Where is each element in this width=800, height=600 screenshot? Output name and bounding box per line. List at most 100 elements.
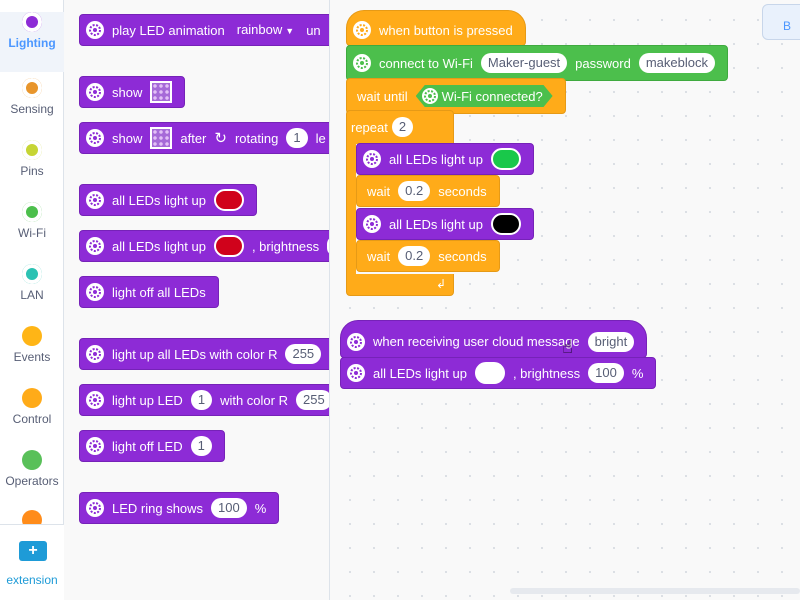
- category-control[interactable]: Control: [0, 388, 64, 448]
- led-ring-shows-block[interactable]: LED ring shows 100 %: [79, 492, 280, 524]
- led-icon: [86, 283, 104, 301]
- block-text: light up LED: [112, 392, 183, 408]
- seconds-input[interactable]: 0.2: [398, 246, 431, 266]
- block-text: when button is pressed: [379, 22, 513, 38]
- category-operators[interactable]: Operators: [0, 450, 64, 510]
- color-picker[interactable]: [490, 213, 521, 235]
- loop-arrow-icon: ↲: [436, 277, 447, 291]
- wait-seconds-block[interactable]: wait 0.2 seconds: [356, 240, 500, 272]
- light-up-brightness-block[interactable]: all LEDs light up , brightness 100 %: [340, 357, 657, 389]
- block-text: light off all LEDs: [112, 284, 206, 300]
- when-receiving-message-block[interactable]: when receiving user cloud message bright: [340, 320, 648, 358]
- seconds-input[interactable]: 0.2: [398, 181, 431, 201]
- category-wifi[interactable]: Wi-Fi: [0, 202, 64, 262]
- block-text: password: [575, 55, 631, 71]
- block-text: all LEDs light up: [389, 151, 483, 167]
- message-input[interactable]: bright: [587, 331, 635, 352]
- control-dot-icon: [22, 388, 42, 408]
- all-leds-black-block[interactable]: all LEDs light up: [356, 208, 534, 240]
- category-lan[interactable]: LAN: [0, 264, 64, 324]
- wait-until-block[interactable]: wait until Wi-Fi connected?: [346, 78, 566, 114]
- block-text: when receiving user cloud message: [373, 334, 580, 349]
- all-leds-green-block[interactable]: all LEDs light up: [356, 143, 534, 175]
- repeat-header: repeat 2: [346, 110, 454, 144]
- animation-dropdown[interactable]: rainbow▼: [233, 20, 298, 40]
- extension-label[interactable]: extension: [6, 573, 58, 587]
- hand-cursor-icon: ☝: [562, 337, 573, 357]
- block-text: wait: [367, 248, 391, 264]
- light-off-led-block[interactable]: light off LED 1: [79, 430, 225, 462]
- brightness-input[interactable]: 100: [588, 363, 624, 383]
- ssid-input[interactable]: Maker-guest: [480, 53, 568, 73]
- block-text: seconds: [438, 183, 487, 199]
- led-index-input[interactable]: 1: [190, 436, 212, 456]
- when-button-pressed-block[interactable]: when button is pressed: [346, 10, 526, 46]
- rotate-count-input[interactable]: 1: [286, 128, 308, 148]
- led-icon: [86, 83, 104, 101]
- led-icon: [86, 129, 104, 147]
- play-led-animation-block[interactable]: play LED animation rainbow▼ un: [79, 14, 329, 46]
- category-pins[interactable]: Pins: [0, 140, 64, 200]
- category-lighting[interactable]: Lighting: [0, 12, 64, 72]
- block-text: connect to Wi-Fi: [379, 55, 473, 71]
- events-dot-icon: [22, 326, 42, 346]
- category-label: Lighting: [8, 36, 56, 50]
- lan-icon: [22, 264, 42, 284]
- block-text: all LEDs light up: [389, 216, 483, 232]
- block-text: , brightness: [512, 365, 581, 381]
- connect-wifi-block[interactable]: connect to Wi-Fi Maker-guest password ma…: [346, 45, 728, 81]
- block-text: , brightness: [251, 238, 320, 254]
- category-partial[interactable]: [0, 510, 64, 524]
- show-rotating-block[interactable]: show after ↻ rotating 1 le: [79, 122, 329, 154]
- horizontal-scrollbar[interactable]: [510, 588, 800, 594]
- show-block[interactable]: show: [79, 76, 186, 108]
- block-text: light up all LEDs with color R: [112, 346, 278, 362]
- device-tab[interactable]: B: [762, 4, 800, 40]
- color-picker[interactable]: [474, 362, 505, 384]
- category-sidebar: Lighting Sensing Pins Wi-Fi LAN Events C…: [0, 0, 64, 600]
- led-icon: [86, 237, 104, 255]
- block-text: repeat: [351, 119, 388, 135]
- device-icon: [422, 88, 438, 104]
- add-extension-button[interactable]: +: [19, 541, 47, 561]
- block-text: LED ring shows: [112, 500, 204, 516]
- dropdown-arrow-icon: ▼: [285, 26, 295, 36]
- brightness-input-clipped[interactable]: [327, 236, 329, 256]
- repeat-count-input[interactable]: 2: [391, 117, 414, 137]
- block-text: after: [180, 130, 207, 146]
- light-up-led-block[interactable]: light up LED 1 with color R 255: [79, 384, 329, 416]
- red-value-input[interactable]: 255: [295, 390, 329, 410]
- variables-dot-icon: [22, 510, 42, 524]
- led-icon: [363, 150, 381, 168]
- category-label: Wi-Fi: [18, 226, 46, 240]
- block-text: wait: [367, 183, 391, 199]
- color-picker[interactable]: [490, 148, 521, 170]
- color-picker[interactable]: [213, 189, 244, 211]
- category-events[interactable]: Events: [0, 326, 64, 386]
- device-icon: [353, 54, 371, 72]
- wait-seconds-block[interactable]: wait 0.2 seconds: [356, 175, 500, 207]
- led-pattern-input[interactable]: [150, 127, 173, 149]
- light-up-color-block[interactable]: all LEDs light up: [79, 184, 257, 216]
- percent-input[interactable]: 100: [211, 498, 247, 518]
- pins-icon: [22, 140, 42, 160]
- block-text: all LEDs light up: [112, 192, 206, 208]
- lighting-icon: [22, 12, 42, 32]
- light-up-rgb-block[interactable]: light up all LEDs with color R 255: [79, 338, 329, 370]
- led-icon: [86, 191, 104, 209]
- block-text: rotating: [234, 130, 279, 146]
- light-up-brightness-block[interactable]: all LEDs light up , brightness: [79, 230, 329, 262]
- led-icon: [347, 364, 365, 382]
- light-off-all-block[interactable]: light off all LEDs: [79, 276, 219, 308]
- condition-slot[interactable]: Wi-Fi connected?: [416, 84, 553, 108]
- red-value-input[interactable]: 255: [285, 344, 322, 364]
- led-index-input[interactable]: 1: [190, 390, 213, 410]
- password-input[interactable]: makeblock: [638, 53, 715, 73]
- rotate-clockwise-icon: ↻: [214, 130, 227, 147]
- led-pattern-input[interactable]: [150, 81, 173, 103]
- color-picker[interactable]: [213, 235, 244, 257]
- led-icon: [86, 499, 104, 517]
- wifi-connected-condition[interactable]: Wi-Fi connected?: [416, 85, 553, 107]
- category-label: LAN: [20, 288, 44, 302]
- category-sensing[interactable]: Sensing: [0, 78, 64, 138]
